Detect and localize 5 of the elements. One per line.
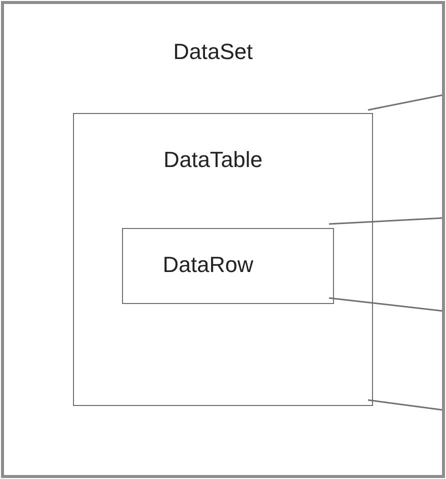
box-title: DataTable [163, 147, 263, 173]
nested-box [122, 228, 334, 304]
box-title: DataSet [173, 39, 253, 65]
nested-box [73, 113, 373, 406]
box-title: DataRow [162, 252, 254, 278]
